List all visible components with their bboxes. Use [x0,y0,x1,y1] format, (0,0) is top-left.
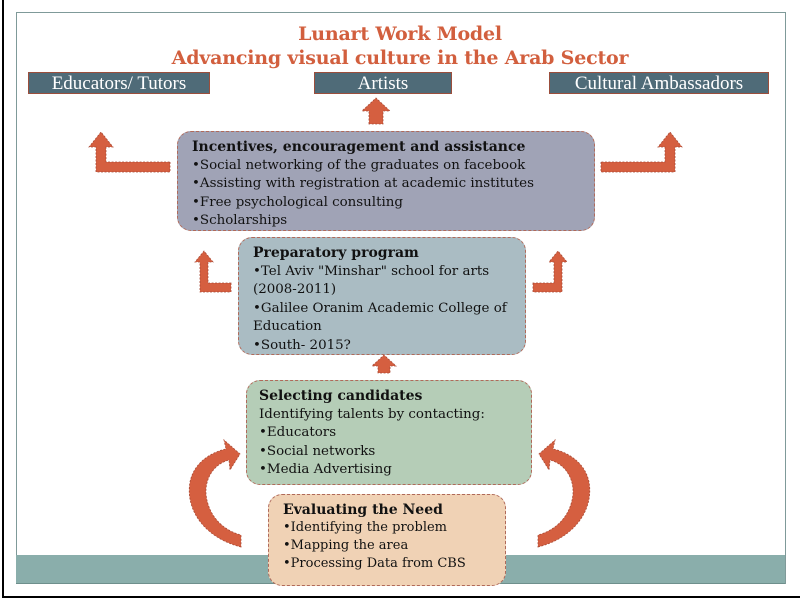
bent-up-arrow-right-middle-icon [532,250,568,293]
preparatory-line: •Tel Aviv "Minshar" school for arts [253,263,490,279]
bent-up-arrow-right-top-icon [600,131,683,173]
preparatory-line: •South- 2015? [253,337,351,353]
up-arrow-to-preparatory-icon [370,354,398,374]
selecting-item: •Media Advertising [259,462,392,477]
evaluating-item: •Identifying the problem [283,520,447,535]
bent-up-arrow-left-middle-icon [194,250,232,293]
selecting-subheading: Identifying talents by contacting: [259,406,485,422]
preparatory-line: (2008-2011) [253,282,337,297]
stage-incentives: Incentives, encouragement and assistance… [177,131,595,231]
outcome-educators-tutors: Educators/ Tutors [28,72,210,94]
evaluating-heading: Evaluating the Need [283,502,443,518]
preparatory-line: Education [253,319,322,334]
title-line-1: Lunart Work Model [298,23,502,45]
preparatory-line: •Galilee Oranim Academic College of [253,300,507,316]
stage-evaluating-need: Evaluating the Need •Identifying the pro… [268,494,506,586]
stage-preparatory-program: Preparatory program •Tel Aviv "Minshar" … [238,237,526,355]
bent-up-arrow-left-top-icon [88,131,171,173]
incentives-item: •Scholarships [192,213,288,228]
selecting-item: •Educators [259,425,337,440]
curved-arrow-left-icon [188,438,242,548]
incentives-item: •Social networking of the graduates on f… [192,157,526,173]
curved-arrow-right-icon [537,438,591,548]
incentives-item: •Assisting with registration at academic… [192,176,534,191]
frame-bottom-border [2,596,800,598]
incentives-heading: Incentives, encouragement and assistance [192,139,526,155]
outcome-artists: Artists [314,72,452,94]
selecting-heading: Selecting candidates [259,388,423,404]
frame-left-border [2,0,4,598]
preparatory-heading: Preparatory program [253,245,419,261]
title-line-2: Advancing visual culture in the Arab Sec… [171,47,629,69]
up-arrow-artists-icon [360,97,392,125]
evaluating-item: •Processing Data from CBS [283,556,466,571]
stage-selecting-candidates: Selecting candidates Identifying talents… [246,380,532,485]
incentives-item: •Free psychological consulting [192,194,403,210]
outcome-cultural-ambassadors: Cultural Ambassadors [549,72,769,94]
evaluating-item: •Mapping the area [283,538,409,553]
diagram-title: Lunart Work Model Advancing visual cultu… [0,22,800,70]
selecting-item: •Social networks [259,443,376,459]
